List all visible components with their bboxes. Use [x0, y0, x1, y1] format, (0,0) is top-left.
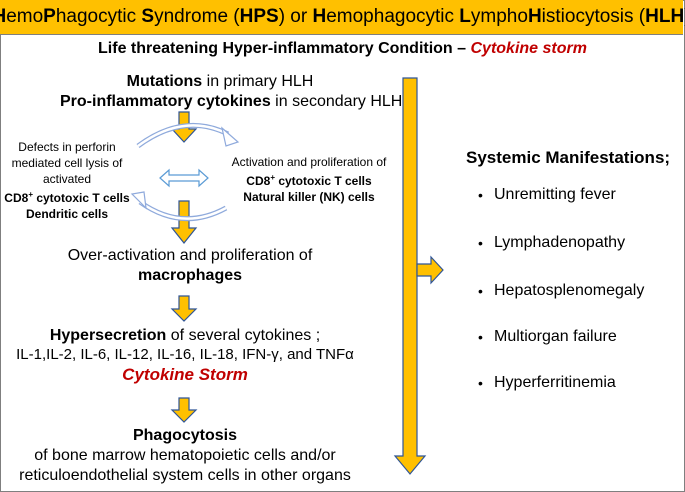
cytokines-text: in secondary HLH [270, 93, 403, 110]
title-segment: ) or [278, 6, 313, 27]
bullet-icon: • [478, 235, 483, 251]
bullet-icon: • [478, 283, 483, 299]
macrophages-label: macrophages [137, 267, 243, 284]
causes-block: Mutations in primary HLH Pro-inflammator… [60, 72, 402, 112]
cycle-top-arrowhead-icon [221, 126, 240, 147]
hypersecretion-text: of several cytokines ; [166, 327, 321, 344]
cycle-bottom-arrowhead-icon [130, 191, 147, 210]
mutations-label: Mutations [126, 73, 203, 90]
phagocytosis-line-2: reticuloendothelial system cells in othe… [19, 467, 351, 484]
title-segment: emophagocytic [326, 6, 460, 27]
systemic-item: •Multiorgan failure [478, 328, 617, 345]
right-note-cd8: CD8+ cytotoxic T cells [246, 173, 372, 188]
left-note-dendritic: Dendritic cells [25, 207, 109, 221]
right-note-line-1: Activation and proliferation of [231, 155, 387, 169]
title-segment: P [43, 6, 56, 27]
left-note-cd8: CD8+ cytotoxic T cells [4, 190, 130, 205]
phagocytosis-line-1: of bone marrow hematopoietic cells and/o… [34, 447, 336, 464]
hypersecretion-block: Hypersecretion of several cytokines ; IL… [0, 326, 370, 386]
bullet-icon: • [478, 375, 483, 391]
right-note-nk: Natural killer (NK) cells [243, 190, 375, 204]
title-segment: HPS [239, 6, 279, 27]
systemic-item: •Lymphadenopathy [478, 234, 626, 251]
title-segment: istiocytosis ( [541, 6, 646, 27]
right-activation-note: Activation and proliferation of CD8+ cyt… [219, 154, 399, 205]
title-segment: yndrome ( [154, 6, 240, 27]
subtitle-main: Life threatening Hyper-inflammatory Cond… [98, 40, 471, 57]
phagocytosis-label: Phagocytosis [132, 427, 238, 444]
phagocytosis-block: Phagocytosis of bone marrow hematopoieti… [0, 426, 370, 486]
title-segment: H [527, 6, 542, 27]
systemic-item: •Hepatosplenomegaly [478, 282, 645, 299]
left-defects-note: Defects in perforin mediated cell lysis … [2, 139, 132, 222]
cytokine-storm-label: Cytokine Storm [122, 365, 248, 384]
branch-right-arrow-icon [416, 255, 444, 285]
down-arrow-4-icon [170, 397, 198, 423]
cytokines-label: Pro-inflammatory cytokines [60, 93, 271, 110]
main-down-arrow-icon [393, 77, 427, 475]
subtitle-cytokine-storm: Cytokine storm [470, 40, 587, 57]
systemic-title: Systemic Manifestations; [466, 148, 671, 167]
down-arrow-2-icon [170, 200, 198, 244]
left-note-line-1: Defects in perforin [18, 140, 116, 154]
mutations-text: in primary HLH [202, 73, 314, 90]
title-segment: L [459, 6, 471, 27]
overactivation-line-1: Over-activation and proliferation of [67, 247, 313, 264]
down-arrow-3-icon [170, 295, 198, 322]
double-arrow-icon [159, 168, 209, 188]
title-segment: S [141, 6, 155, 27]
subtitle: Life threatening Hyper-inflammatory Cond… [0, 40, 685, 58]
title-segment: hagocytic [55, 6, 142, 27]
bullet-icon: • [478, 329, 483, 345]
systemic-item: •Unremitting fever [478, 186, 616, 203]
title-segment: emo [6, 6, 44, 27]
overactivation-block: Over-activation and proliferation of mac… [20, 246, 360, 286]
bullet-icon: • [478, 187, 483, 203]
left-note-line-3: activated [42, 172, 92, 186]
title-segment: HLH [645, 6, 685, 27]
title-segment: H [312, 6, 327, 27]
left-note-line-2: mediated cell lysis of [11, 156, 123, 170]
cytokine-list: IL-1,IL-2, IL-6, IL-12, IL-16, IL-18, IF… [16, 346, 354, 363]
title-segment: ympho [470, 6, 528, 27]
hypersecretion-label: Hypersecretion [49, 327, 167, 344]
title-segment: H [0, 6, 6, 28]
systemic-item: •Hyperferritinemia [478, 374, 616, 391]
